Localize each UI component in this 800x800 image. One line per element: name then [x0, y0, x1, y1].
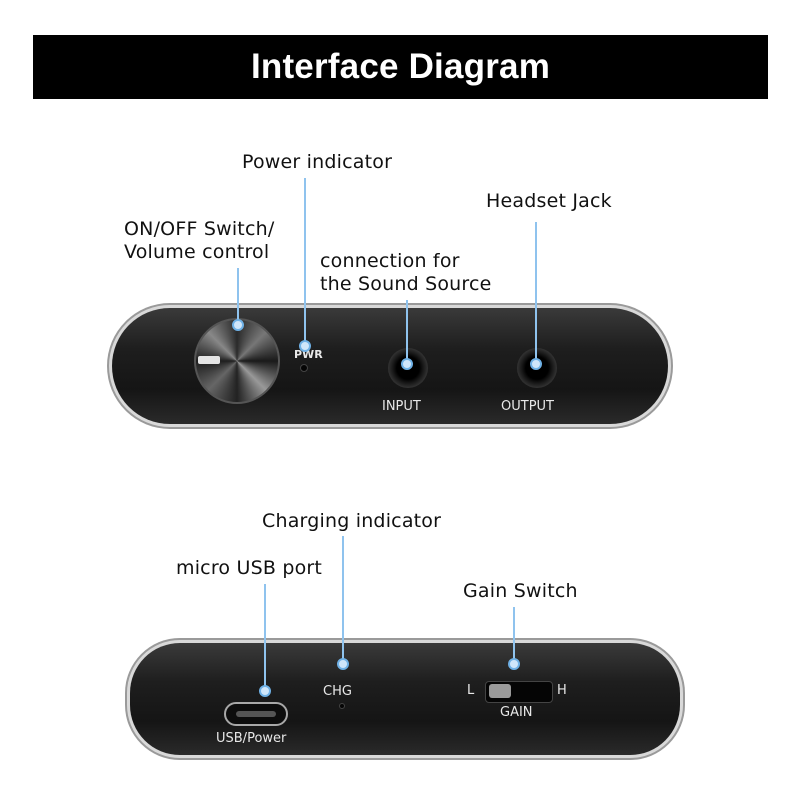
gain-switch-thumb[interactable]: [489, 684, 511, 698]
charging-led: [339, 703, 345, 709]
title-banner: Interface Diagram: [33, 35, 768, 99]
gain-high-label: H: [557, 683, 567, 698]
leader-dot-gain: [508, 658, 520, 670]
label-power-indicator: Power indicator: [242, 151, 393, 173]
leader-dot-usb: [259, 685, 271, 697]
leader-dot-output: [530, 358, 542, 370]
label-switch-line2: Volume control: [124, 241, 270, 263]
leader-line-switch: [237, 268, 239, 324]
leader-line-output: [535, 222, 537, 364]
top-device-body: PWR INPUT OUTPUT: [112, 308, 668, 424]
gain-label: GAIN: [500, 705, 533, 720]
label-headset-jack: Headset Jack: [486, 190, 612, 212]
leader-dot-input: [401, 358, 413, 370]
knob-marker: [198, 356, 220, 364]
gain-low-label: L: [467, 683, 475, 698]
leader-line-input: [406, 300, 408, 364]
leader-line-gain: [513, 607, 515, 663]
leader-line-charging: [342, 536, 344, 662]
label-source-line1: connection for: [320, 250, 460, 272]
gain-switch[interactable]: [485, 681, 553, 703]
leader-line-power: [304, 178, 306, 346]
page-title: Interface Diagram: [250, 47, 551, 86]
label-gain-switch: Gain Switch: [463, 580, 578, 602]
input-label: INPUT: [382, 399, 421, 414]
leader-dot-power: [299, 340, 311, 352]
leader-dot-charging: [337, 658, 349, 670]
label-charging-indicator: Charging indicator: [262, 510, 442, 532]
usb-port-inner: [236, 711, 276, 717]
bottom-device-body: USB/Power CHG L H GAIN: [130, 643, 680, 755]
label-source-line2: the Sound Source: [320, 273, 492, 295]
power-led: [300, 364, 308, 372]
micro-usb-port[interactable]: [224, 702, 288, 726]
label-micro-usb: micro USB port: [176, 557, 323, 579]
usb-power-label: USB/Power: [216, 731, 287, 746]
leader-dot-switch: [232, 319, 244, 331]
leader-line-usb: [264, 584, 266, 688]
label-switch-line1: ON/OFF Switch/: [124, 218, 275, 240]
output-label: OUTPUT: [501, 399, 554, 414]
chg-label: CHG: [323, 684, 352, 699]
